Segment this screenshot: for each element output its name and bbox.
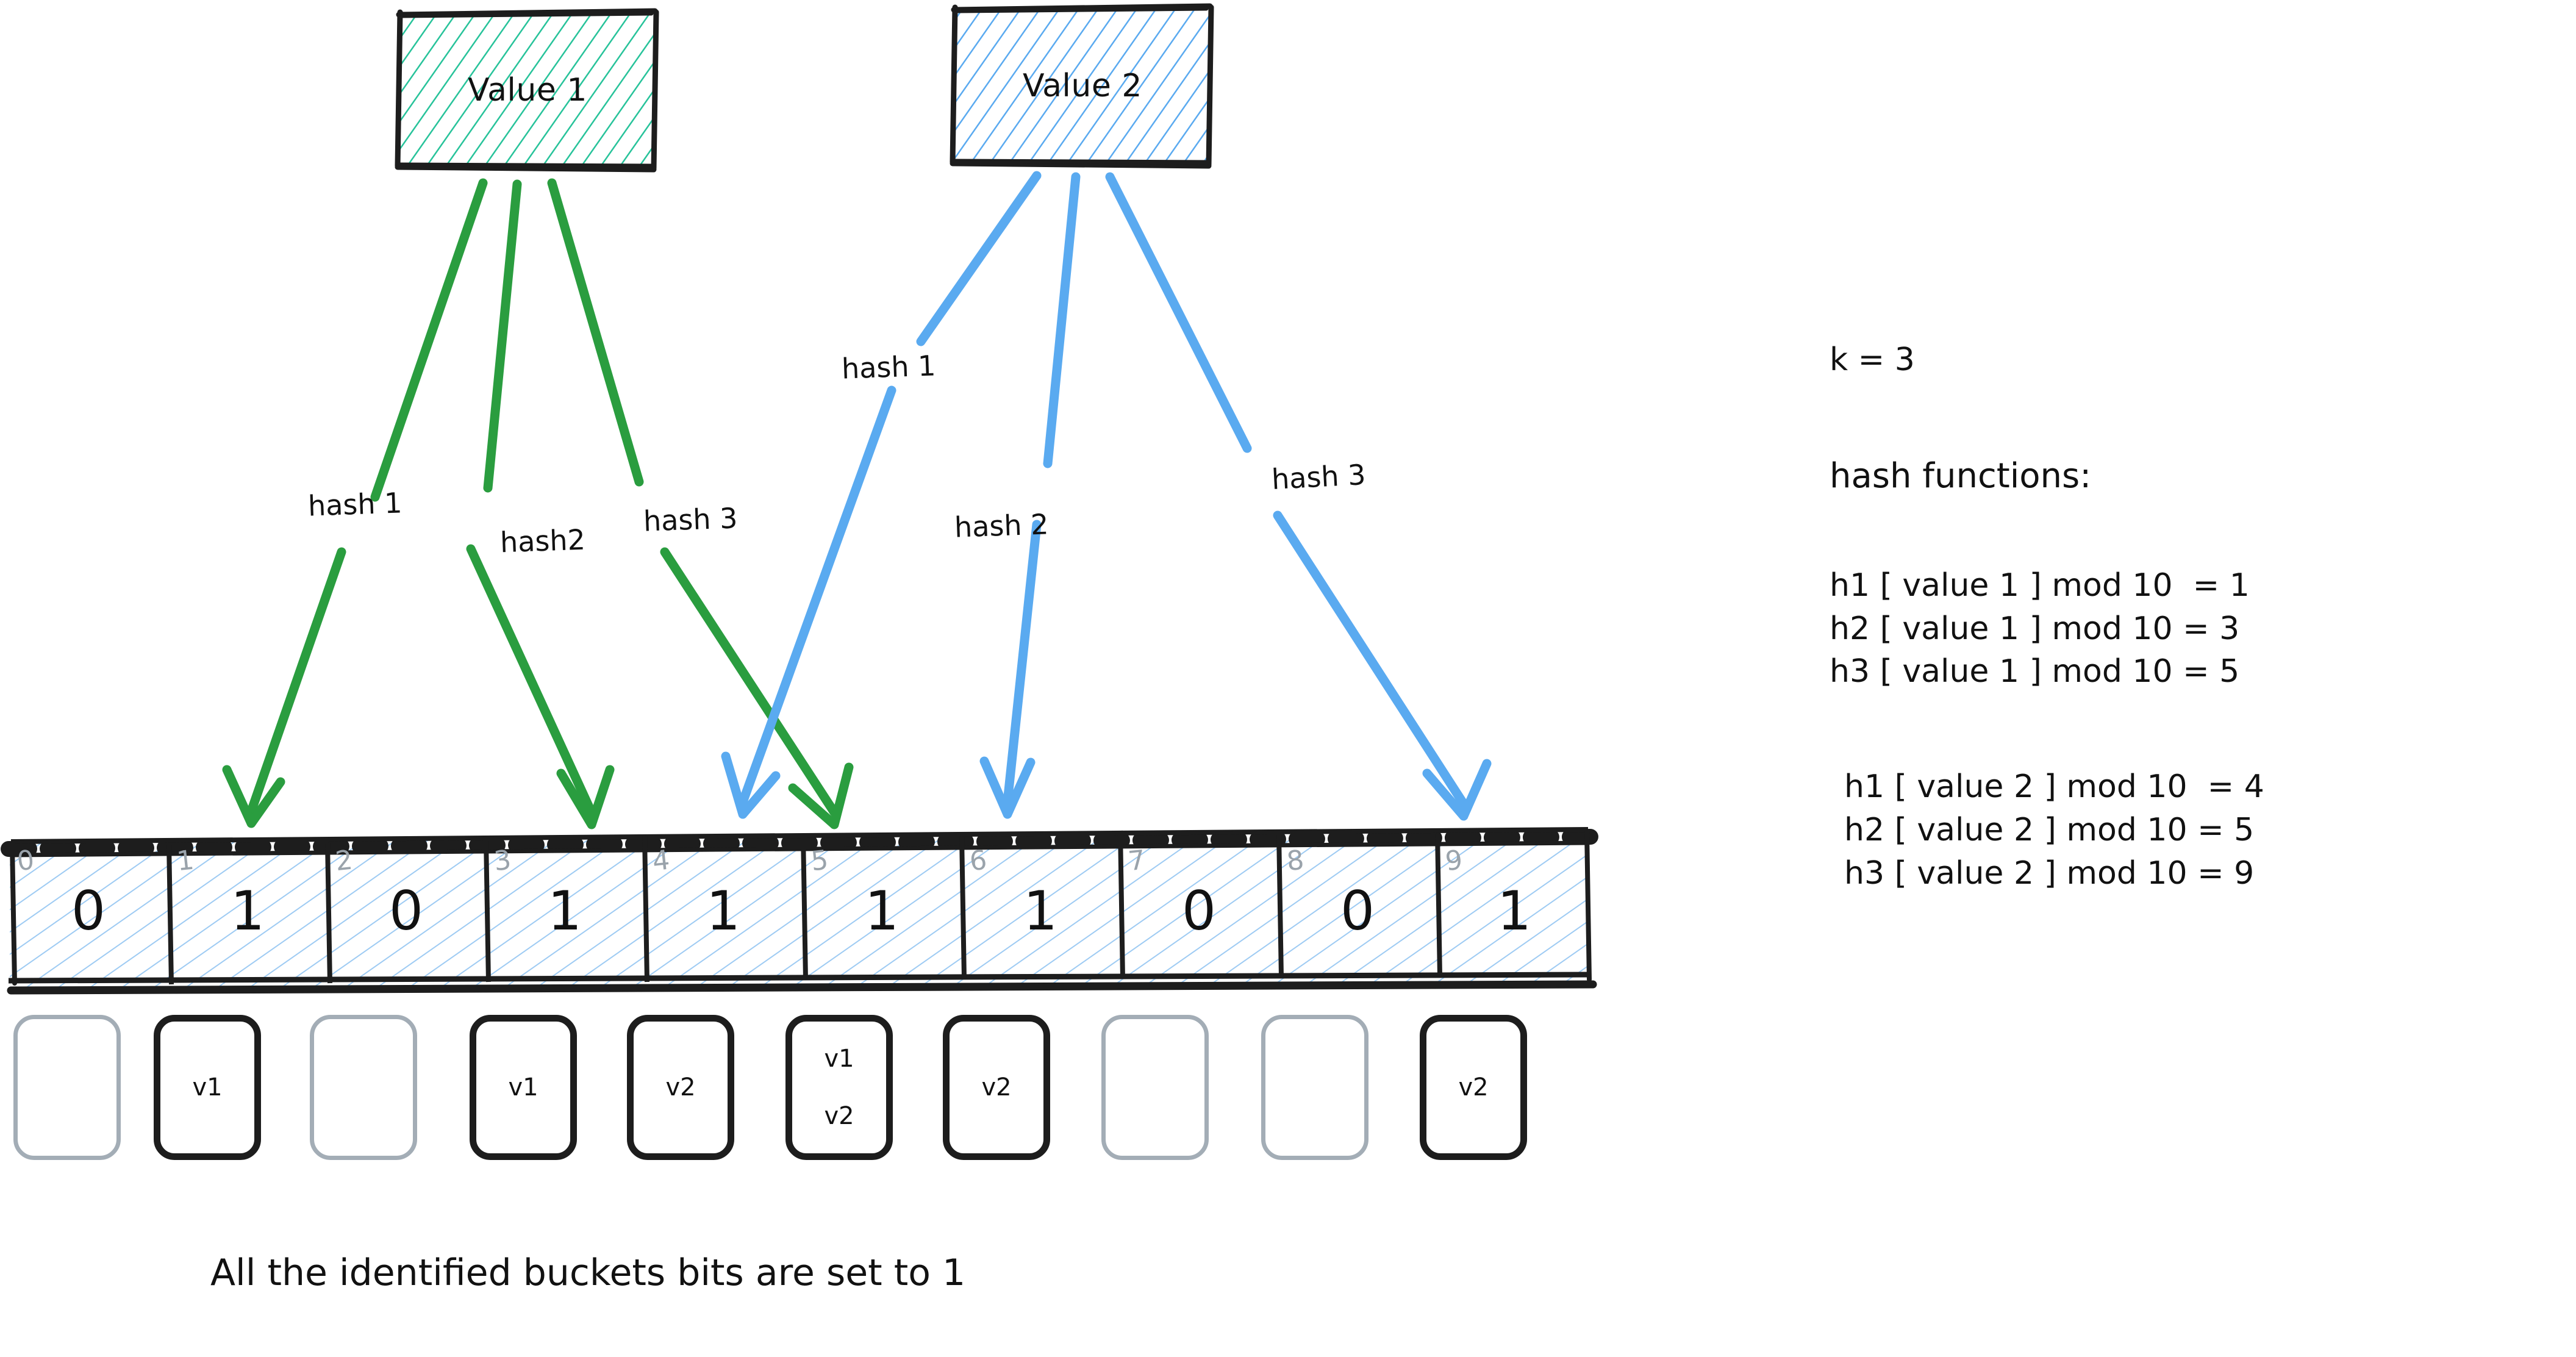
- bit-value-0: 0: [71, 879, 106, 942]
- bucket-1[interactable]: v1: [154, 1015, 261, 1160]
- bucket-0[interactable]: [13, 1015, 121, 1160]
- bit-cell-6[interactable]: 6 1: [961, 837, 1120, 990]
- arrowhead-value1-hash1: [222, 765, 285, 828]
- value-1-hash-arrows: [222, 178, 854, 829]
- bit-cell-5[interactable]: 5 1: [803, 837, 961, 990]
- bit-cell-8[interactable]: 8 0: [1278, 837, 1437, 990]
- bucket-2[interactable]: [310, 1015, 417, 1160]
- hash-functions-header: hash functions:: [1830, 456, 2092, 496]
- bucket-1-tag-0: v1: [192, 1073, 223, 1101]
- bit-value-4: 1: [706, 879, 740, 942]
- bit-value-9: 1: [1497, 879, 1531, 942]
- hash-functions-panel: k = 3 hash functions: h1 [ value 1 ] mod…: [1830, 342, 2549, 967]
- bit-index-2: 2: [334, 844, 354, 878]
- caption-text: All the identified buckets bits are set …: [210, 1251, 966, 1294]
- bit-array-frame: [1, 827, 1598, 995]
- arrow-label-value2-hash3: hash 3: [1270, 457, 1367, 496]
- value-2-label: Value 2: [1023, 68, 1142, 104]
- bit-value-3: 1: [548, 879, 582, 942]
- bucket-3[interactable]: v1: [470, 1015, 577, 1160]
- bit-value-5: 1: [865, 879, 899, 942]
- bit-index-3: 3: [492, 844, 513, 878]
- value-1-box-shape: [395, 8, 659, 173]
- bit-cell-7[interactable]: 7 0: [1120, 837, 1278, 990]
- bit-cell-0[interactable]: 0 0: [9, 837, 168, 990]
- bit-index-5: 5: [809, 844, 830, 878]
- bucket-6[interactable]: v2: [943, 1015, 1050, 1160]
- value-1-label: Value 1: [468, 72, 587, 109]
- bucket-4-tag-0: v2: [665, 1073, 696, 1101]
- bucket-3-tag-0: v1: [508, 1073, 538, 1101]
- equation-v2-h2: h2 [ value 2 ] mod 10 = 5: [1844, 811, 2255, 848]
- k-value-line: k = 3: [1830, 342, 1915, 378]
- value-2-equation-group: h1 [ value 2 ] mod 10 = 4 h2 [ value 2 ]…: [1844, 765, 2549, 895]
- bit-index-6: 6: [968, 844, 989, 878]
- bit-index-1: 1: [175, 844, 196, 878]
- arrow-value1-hash2: [466, 179, 596, 817]
- bucket-9-tag-0: v2: [1458, 1073, 1489, 1101]
- bit-index-7: 7: [1126, 844, 1147, 878]
- bucket-6-tag-0: v2: [981, 1073, 1012, 1101]
- value-2-box[interactable]: Value 2: [951, 6, 1214, 166]
- arrow-value2-hash3: [1105, 172, 1469, 809]
- arrowhead-value2-hash2: [979, 756, 1036, 819]
- arrow-value1-hash1: [246, 178, 488, 816]
- bit-cell-3[interactable]: 3 1: [485, 837, 644, 990]
- arrowhead-value2-hash3: [1422, 759, 1492, 821]
- equation-v2-h1: h1 [ value 2 ] mod 10 = 4: [1844, 768, 2264, 806]
- value-2-box-shape: [950, 3, 1214, 169]
- bit-cell-4[interactable]: 4 1: [644, 837, 803, 990]
- equation-v2-h3: h3 [ value 2 ] mod 10 = 9: [1844, 854, 2255, 892]
- arrowhead-value2-hash1: [721, 751, 781, 819]
- arrow-label-value1-hash3: hash 3: [643, 501, 739, 538]
- bit-value-8: 0: [1340, 879, 1375, 942]
- bit-index-9: 9: [1444, 844, 1464, 878]
- equation-v1-h2: h2 [ value 1 ] mod 10 = 3: [1830, 610, 2240, 647]
- arrowhead-value1-hash2: [556, 765, 615, 829]
- arrow-label-value2-hash2: hash 2: [954, 507, 1050, 544]
- bucket-5-tag-0: v1: [824, 1045, 854, 1073]
- arrow-label-value1-hash1: hash 1: [307, 486, 403, 523]
- bucket-8[interactable]: [1261, 1015, 1368, 1160]
- bit-value-1: 1: [231, 879, 265, 942]
- bit-cell-9[interactable]: 9 1: [1437, 837, 1592, 990]
- equation-v1-h3: h3 [ value 1 ] mod 10 = 5: [1830, 653, 2240, 690]
- bucket-7[interactable]: [1101, 1015, 1209, 1160]
- bit-value-6: 1: [1023, 879, 1057, 942]
- equation-v1-h1: h1 [ value 1 ] mod 10 = 1: [1830, 567, 2250, 604]
- value-2-hash-arrows: [721, 171, 1492, 821]
- value-1-box[interactable]: Value 1: [396, 11, 659, 170]
- bucket-9[interactable]: v2: [1420, 1015, 1527, 1160]
- bucket-5[interactable]: v1 v2: [785, 1015, 893, 1160]
- bucket-row: v1 v1 v2 v1 v2 v2 v2: [0, 1015, 1622, 1173]
- value-1-equation-group: h1 [ value 1 ] mod 10 = 1 h2 [ value 1 ]…: [1830, 564, 2549, 693]
- bit-index-8: 8: [1285, 844, 1306, 878]
- arrow-label-value1-hash2: hash2: [499, 523, 586, 559]
- arrowhead-value1-hash3: [788, 762, 854, 829]
- bit-index-0: 0: [15, 844, 36, 878]
- arrow-value2-hash1: [738, 171, 1042, 807]
- bucket-4[interactable]: v2: [627, 1015, 734, 1160]
- bit-value-7: 0: [1182, 879, 1216, 942]
- bit-cell-1[interactable]: 1 1: [168, 837, 327, 990]
- arrow-value1-hash3: [547, 178, 839, 817]
- bit-value-2: 0: [389, 879, 423, 942]
- bit-cell-2[interactable]: 2 0: [327, 837, 485, 990]
- bit-array: 0 0 1 1 2 0 3 1 4 1 5 1 6 1 7 0: [9, 837, 1592, 990]
- arrow-label-value2-hash1: hash 1: [841, 349, 937, 385]
- bit-index-4: 4: [651, 844, 671, 878]
- arrow-value2-hash2: [1003, 172, 1081, 807]
- bucket-5-tag-1: v2: [824, 1102, 854, 1130]
